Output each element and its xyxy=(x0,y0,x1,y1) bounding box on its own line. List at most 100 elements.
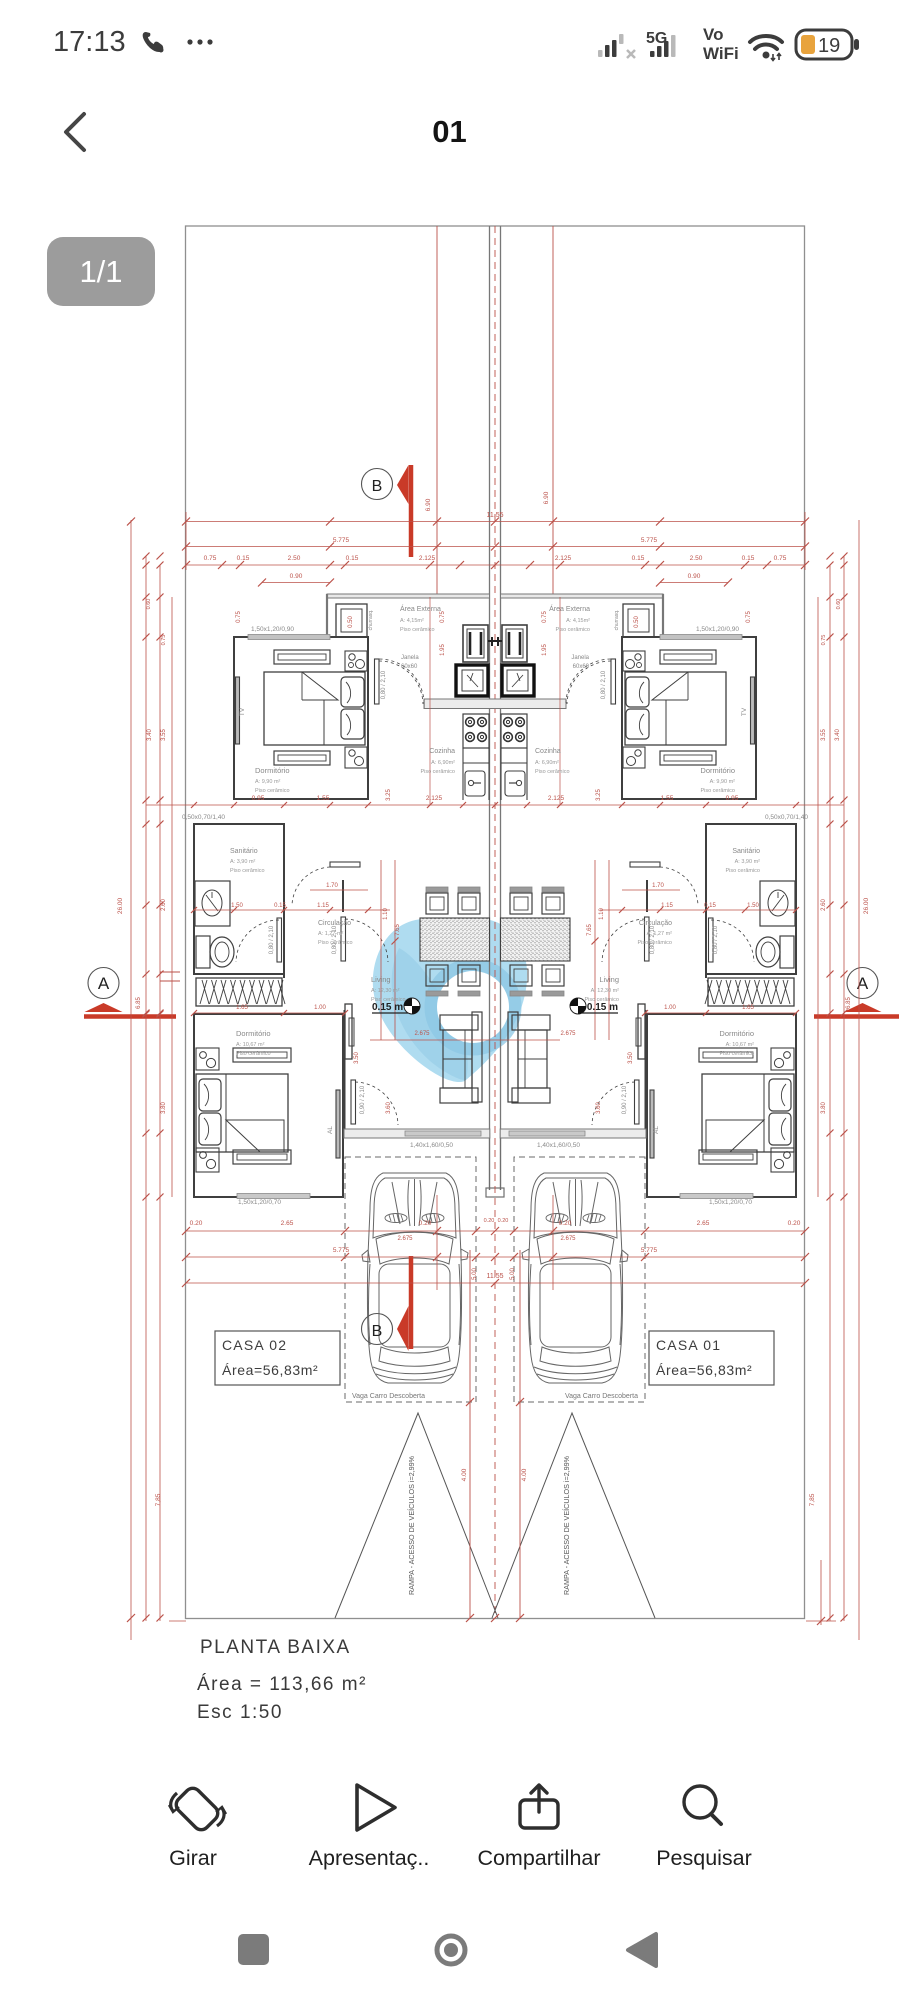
svg-text:0.75: 0.75 xyxy=(440,611,446,623)
svg-text:5.00: 5.00 xyxy=(472,1268,478,1280)
svg-text:Dormitório: Dormitório xyxy=(255,766,290,775)
svg-text:Piso cerâmico: Piso cerâmico xyxy=(535,769,570,775)
svg-text:Janela: Janela xyxy=(571,655,589,661)
svg-text:Esc 1:50: Esc 1:50 xyxy=(197,1702,283,1723)
svg-text:Cozinha: Cozinha xyxy=(535,748,561,755)
svg-text:6.90: 6.90 xyxy=(543,491,550,504)
svg-text:Compartilhar: Compartilhar xyxy=(477,1846,600,1870)
svg-text:1.55: 1.55 xyxy=(661,795,674,802)
svg-text:TV: TV xyxy=(239,707,246,716)
svg-text:1.10: 1.10 xyxy=(383,908,389,920)
svg-text:Dormitório: Dormitório xyxy=(236,1029,271,1038)
svg-text:2.675: 2.675 xyxy=(560,1236,576,1242)
svg-text:0.60: 0.60 xyxy=(146,599,152,610)
svg-text:2.65: 2.65 xyxy=(697,1220,710,1227)
svg-text:3.25: 3.25 xyxy=(596,789,602,801)
svg-text:0,80 / 2,10: 0,80 / 2,10 xyxy=(713,925,719,954)
svg-text:0,50x0,70/1,40: 0,50x0,70/1,40 xyxy=(765,814,808,821)
svg-text:0.20: 0.20 xyxy=(419,1220,432,1227)
svg-text:A: 1,27 m²: A: 1,27 m² xyxy=(647,931,673,937)
svg-text:Piso cerâmico: Piso cerâmico xyxy=(584,997,619,1003)
svg-text:1.70: 1.70 xyxy=(326,883,338,889)
svg-text:0.15: 0.15 xyxy=(346,555,359,562)
svg-text:2.50: 2.50 xyxy=(288,555,301,562)
svg-text:0.75: 0.75 xyxy=(774,555,787,562)
svg-text:2.60: 2.60 xyxy=(821,899,827,911)
svg-text:Living: Living xyxy=(371,975,391,984)
svg-text:RAMPA - ACESSO DE VEÍCULOS i=2: RAMPA - ACESSO DE VEÍCULOS i=2,99% xyxy=(407,1455,416,1595)
svg-text:Sanitário: Sanitário xyxy=(230,848,258,855)
svg-text:1,50x1,20/0,70: 1,50x1,20/0,70 xyxy=(238,1199,281,1206)
svg-text:7,85: 7,85 xyxy=(155,1493,162,1506)
svg-text:Apresentaç..: Apresentaç.. xyxy=(309,1846,430,1870)
svg-text:0.75: 0.75 xyxy=(542,611,548,623)
svg-text:CASA 02: CASA 02 xyxy=(222,1337,287,1353)
svg-text:Girar: Girar xyxy=(169,1846,217,1870)
svg-text:26.00: 26.00 xyxy=(863,897,870,914)
svg-text:A: 10,67 m²: A: 10,67 m² xyxy=(726,1042,755,1048)
svg-text:0.60: 0.60 xyxy=(836,599,842,610)
svg-text:churrasq.: churrasq. xyxy=(614,610,620,631)
svg-text:Área Externa: Área Externa xyxy=(549,604,590,613)
svg-text:Piso cerâmico: Piso cerâmico xyxy=(700,788,735,794)
svg-text:A: 3,90 m²: A: 3,90 m² xyxy=(735,859,761,865)
svg-text:3.60: 3.60 xyxy=(596,1102,602,1114)
svg-text:6.85: 6.85 xyxy=(136,997,142,1009)
svg-text:5.775: 5.775 xyxy=(641,1247,658,1254)
svg-text:5G: 5G xyxy=(646,30,667,47)
svg-text:3.25: 3.25 xyxy=(386,789,392,801)
svg-text:2.125: 2.125 xyxy=(548,795,565,802)
svg-text:Vaga Carro Descoberta: Vaga Carro Descoberta xyxy=(565,1393,638,1400)
svg-text:AL: AL xyxy=(653,1126,660,1134)
svg-text:0.15: 0.15 xyxy=(274,903,286,909)
svg-text:5.775: 5.775 xyxy=(641,537,658,544)
svg-text:Piso cerâmico: Piso cerâmico xyxy=(236,1051,271,1057)
svg-text:Vo: Vo xyxy=(703,25,723,44)
svg-text:A: 12,30 m²: A: 12,30 m² xyxy=(591,988,620,994)
svg-text:19: 19 xyxy=(818,35,840,57)
svg-text:0.75: 0.75 xyxy=(236,611,242,623)
svg-text:0.15 m: 0.15 m xyxy=(587,1002,618,1013)
svg-text:A: A xyxy=(857,974,869,993)
svg-text:Janela: Janela xyxy=(401,655,419,661)
svg-text:Sanitário: Sanitário xyxy=(732,848,760,855)
svg-text:7.65: 7.65 xyxy=(395,924,401,936)
svg-text:A: 4,15m²: A: 4,15m² xyxy=(566,618,590,624)
svg-text:0.75: 0.75 xyxy=(204,555,217,562)
svg-text:TV: TV xyxy=(741,707,748,716)
svg-text:1.50: 1.50 xyxy=(747,903,759,909)
svg-text:Dormitório: Dormitório xyxy=(700,766,735,775)
svg-text:A: 6,90m²: A: 6,90m² xyxy=(431,760,455,766)
svg-text:1.55: 1.55 xyxy=(317,795,330,802)
svg-text:0,80 / 2,10: 0,80 / 2,10 xyxy=(650,925,656,954)
svg-text:0,50x0,70/1,40: 0,50x0,70/1,40 xyxy=(182,814,225,821)
svg-text:1,40x1,60/0,50: 1,40x1,60/0,50 xyxy=(410,1142,453,1149)
svg-text:3.50: 3.50 xyxy=(354,1052,360,1064)
svg-text:1.95: 1.95 xyxy=(542,644,548,656)
svg-text:1,50x1,20/0,90: 1,50x1,20/0,90 xyxy=(251,626,294,633)
svg-text:3.40: 3.40 xyxy=(147,729,153,741)
svg-text:Área=56,83m²: Área=56,83m² xyxy=(222,1362,318,1378)
svg-text:A: 12,30 m²: A: 12,30 m² xyxy=(371,988,400,994)
svg-text:3.55: 3.55 xyxy=(161,729,167,741)
svg-text:0.20: 0.20 xyxy=(190,1220,203,1227)
svg-text:A: 4,15m²: A: 4,15m² xyxy=(400,618,424,624)
svg-text:0.15: 0.15 xyxy=(704,903,716,909)
svg-text:6.90: 6.90 xyxy=(425,498,432,511)
svg-text:0.50: 0.50 xyxy=(348,616,354,628)
svg-text:0.15 m: 0.15 m xyxy=(372,1002,403,1013)
svg-text:Piso cerâmico: Piso cerâmico xyxy=(725,868,760,874)
svg-text:0,80 / 2,10: 0,80 / 2,10 xyxy=(381,670,387,699)
svg-text:60x60: 60x60 xyxy=(573,664,590,670)
svg-text:1.15: 1.15 xyxy=(317,903,329,909)
svg-text:0.15: 0.15 xyxy=(632,555,645,562)
svg-text:Piso cerâmico: Piso cerâmico xyxy=(255,788,290,794)
svg-text:0.75: 0.75 xyxy=(161,635,167,646)
svg-text:A: A xyxy=(98,974,110,993)
svg-text:Área = 113,66 m²: Área = 113,66 m² xyxy=(197,1674,367,1695)
svg-text:0,90 / 2,10: 0,90 / 2,10 xyxy=(360,1085,366,1114)
svg-text:1,50x1,20/0,90: 1,50x1,20/0,90 xyxy=(696,626,739,633)
svg-text:1.00: 1.00 xyxy=(314,1005,326,1011)
svg-text:0.20: 0.20 xyxy=(498,1218,509,1224)
svg-text:0,80 / 2,10: 0,80 / 2,10 xyxy=(601,670,607,699)
